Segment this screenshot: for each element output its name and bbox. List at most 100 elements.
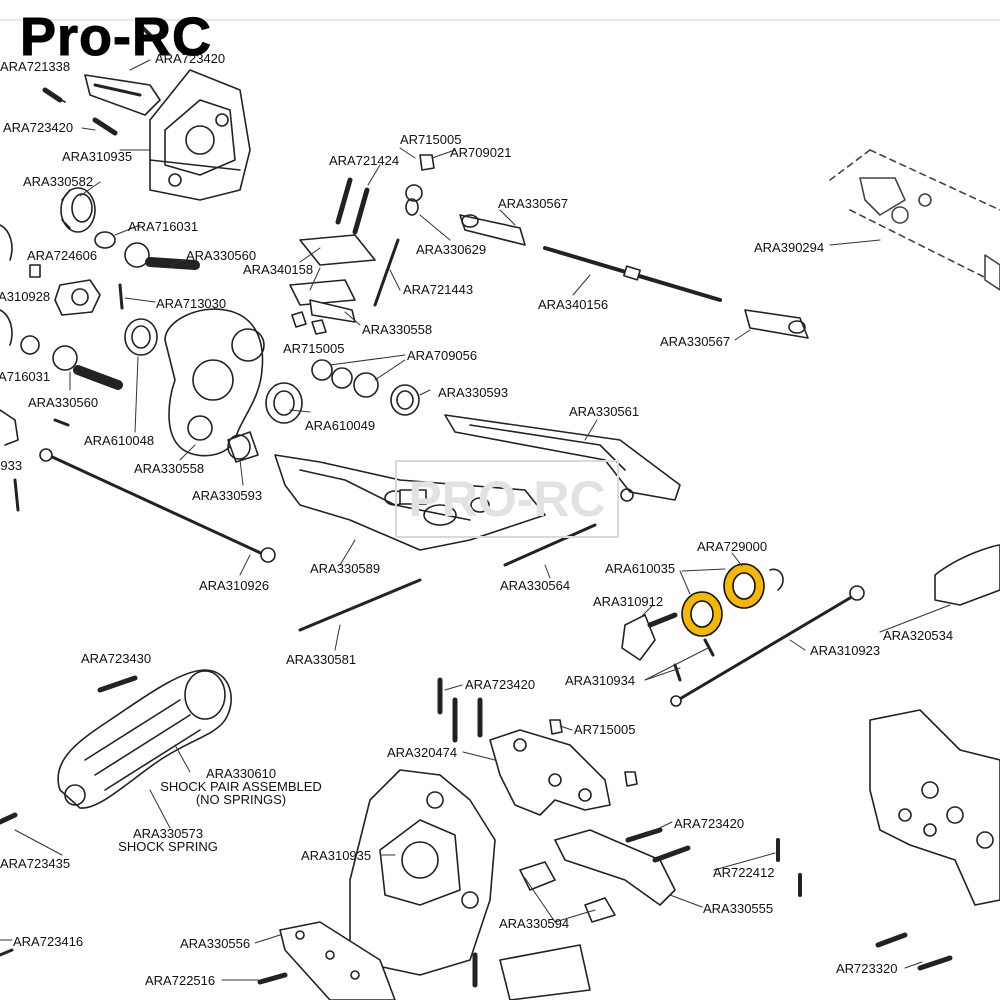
body-mount-part [934, 544, 1000, 606]
part-label: ARA713030 [156, 296, 227, 311]
ball-stud-left [124, 242, 200, 270]
rod-end-part [459, 214, 526, 246]
part-label: ARA330629 [416, 242, 487, 257]
o-ring-left-2 [20, 335, 40, 355]
steering-block-part [289, 234, 376, 323]
part-label: AR715005 [400, 132, 462, 147]
nuts-center [291, 311, 327, 335]
gasket-part [499, 944, 591, 1000]
part-label: AR715005 [283, 341, 345, 356]
part-label: ARA723420 [3, 120, 74, 135]
bearing-mid-1 [265, 382, 303, 424]
part-label: ARA330558 [362, 322, 433, 337]
part-label: ARA723420 [674, 816, 745, 831]
part-label: ARA723420 [155, 51, 226, 66]
part-label: ARA330560 [186, 248, 257, 263]
set-screw-part [29, 264, 41, 278]
hex-hub-left [60, 187, 96, 233]
part-label: ARA330556 [180, 936, 251, 951]
snap-ring-part [769, 568, 784, 591]
part-label: ARA310926 [199, 578, 270, 593]
part-label: ARA330594 [499, 916, 570, 931]
part-label: ARA716031 [128, 219, 199, 234]
part-label: ARA310912 [593, 594, 664, 609]
drive-shaft-left [39, 448, 276, 563]
part-label: ARA723416 [13, 934, 84, 949]
part-label: ARA310934 [565, 673, 636, 688]
part-label: ARA330560 [28, 395, 99, 410]
watermark-text: PRO-RC [395, 460, 619, 538]
ball-stud-left-2 [52, 345, 123, 390]
part-label: ARA340158 [243, 262, 314, 277]
part-label: ARA330567 [498, 196, 569, 211]
bushing-right-center [390, 384, 420, 416]
screws-top-left [42, 23, 152, 136]
hinge-pin-long [298, 578, 422, 632]
part-label: ARA729000 [697, 539, 768, 554]
nut-center [549, 719, 563, 735]
bumper-plate-part [279, 921, 396, 1000]
upper-arm-part [444, 414, 681, 502]
part-label: ARA310928 [0, 289, 51, 304]
part-label: ARA390294 [754, 240, 825, 255]
part-label: ARA330561 [569, 404, 640, 419]
part-label: ARA330558 [134, 461, 205, 476]
part-label: ARA723435 [0, 856, 71, 871]
hub-carrier-part [164, 308, 265, 457]
part-label: ARA330582 [23, 174, 94, 189]
part-label: ARA330567 [660, 334, 731, 349]
pinion-gear-part [621, 612, 678, 661]
part-label: ARA310933 [0, 458, 23, 473]
part-label: ARA723420 [465, 677, 536, 692]
part-label: ARA320474 [387, 745, 458, 760]
screws-center-top [335, 177, 400, 307]
part-label: ARA610049 [305, 418, 376, 433]
nut-top-center [419, 154, 435, 171]
part-label: ARA330593 [438, 385, 509, 400]
part-label-multiline: ARA330610 SHOCK PAIR ASSEMBLED (NO SPRIN… [160, 766, 322, 807]
part-label: ARA330589 [310, 561, 381, 576]
center-drive-shaft [670, 585, 865, 707]
rod-end-right [744, 309, 809, 339]
part-label: ARA610048 [84, 433, 155, 448]
part-label: ARA721443 [403, 282, 474, 297]
part-label: ARA330564 [500, 578, 571, 593]
o-ring-part [94, 231, 116, 249]
brand-logo-text: Pro-RC [20, 7, 212, 67]
ball-end-part [405, 184, 423, 216]
highlighted-bearing-2 [723, 563, 765, 609]
part-label: ARA721338 [0, 59, 71, 74]
logo-plate-part [84, 74, 161, 116]
diff-housing-top-part [149, 69, 251, 201]
diff-housing-bottom-part [349, 769, 496, 976]
partial-gear-left [0, 224, 13, 261]
part-label: ARA330555 [703, 901, 774, 916]
part-label: ARA610035 [605, 561, 676, 576]
washers-center [311, 359, 379, 398]
part-label-multiline: ARA330573 SHOCK SPRING [118, 826, 218, 854]
pin-small [703, 638, 715, 657]
hinge-pin-right [503, 523, 597, 567]
bushing-mid [227, 431, 259, 463]
part-label: ARA310935 [62, 149, 133, 164]
hex-nut-left [54, 279, 101, 316]
brace-part-right [519, 829, 676, 923]
shock-tower-center [489, 729, 611, 816]
part-label: ARA709056 [407, 348, 478, 363]
lower-arm-part [274, 454, 546, 551]
screws-right-center [625, 827, 802, 897]
part-label: ARA723430 [81, 651, 152, 666]
part-label: ARA724606 [27, 248, 98, 263]
part-label: AR723320 [836, 961, 898, 976]
part-label: ARA320534 [883, 628, 954, 643]
servo-saver-part [829, 149, 1000, 291]
part-label: ARA310935 [301, 848, 372, 863]
turnbuckle-part [543, 246, 722, 302]
part-label: ARA310923 [810, 643, 881, 658]
bulkhead-right-part [869, 709, 1000, 906]
part-label: ARA722516 [145, 973, 216, 988]
leader-lines [0, 59, 951, 981]
part-label: ARA340156 [538, 297, 609, 312]
